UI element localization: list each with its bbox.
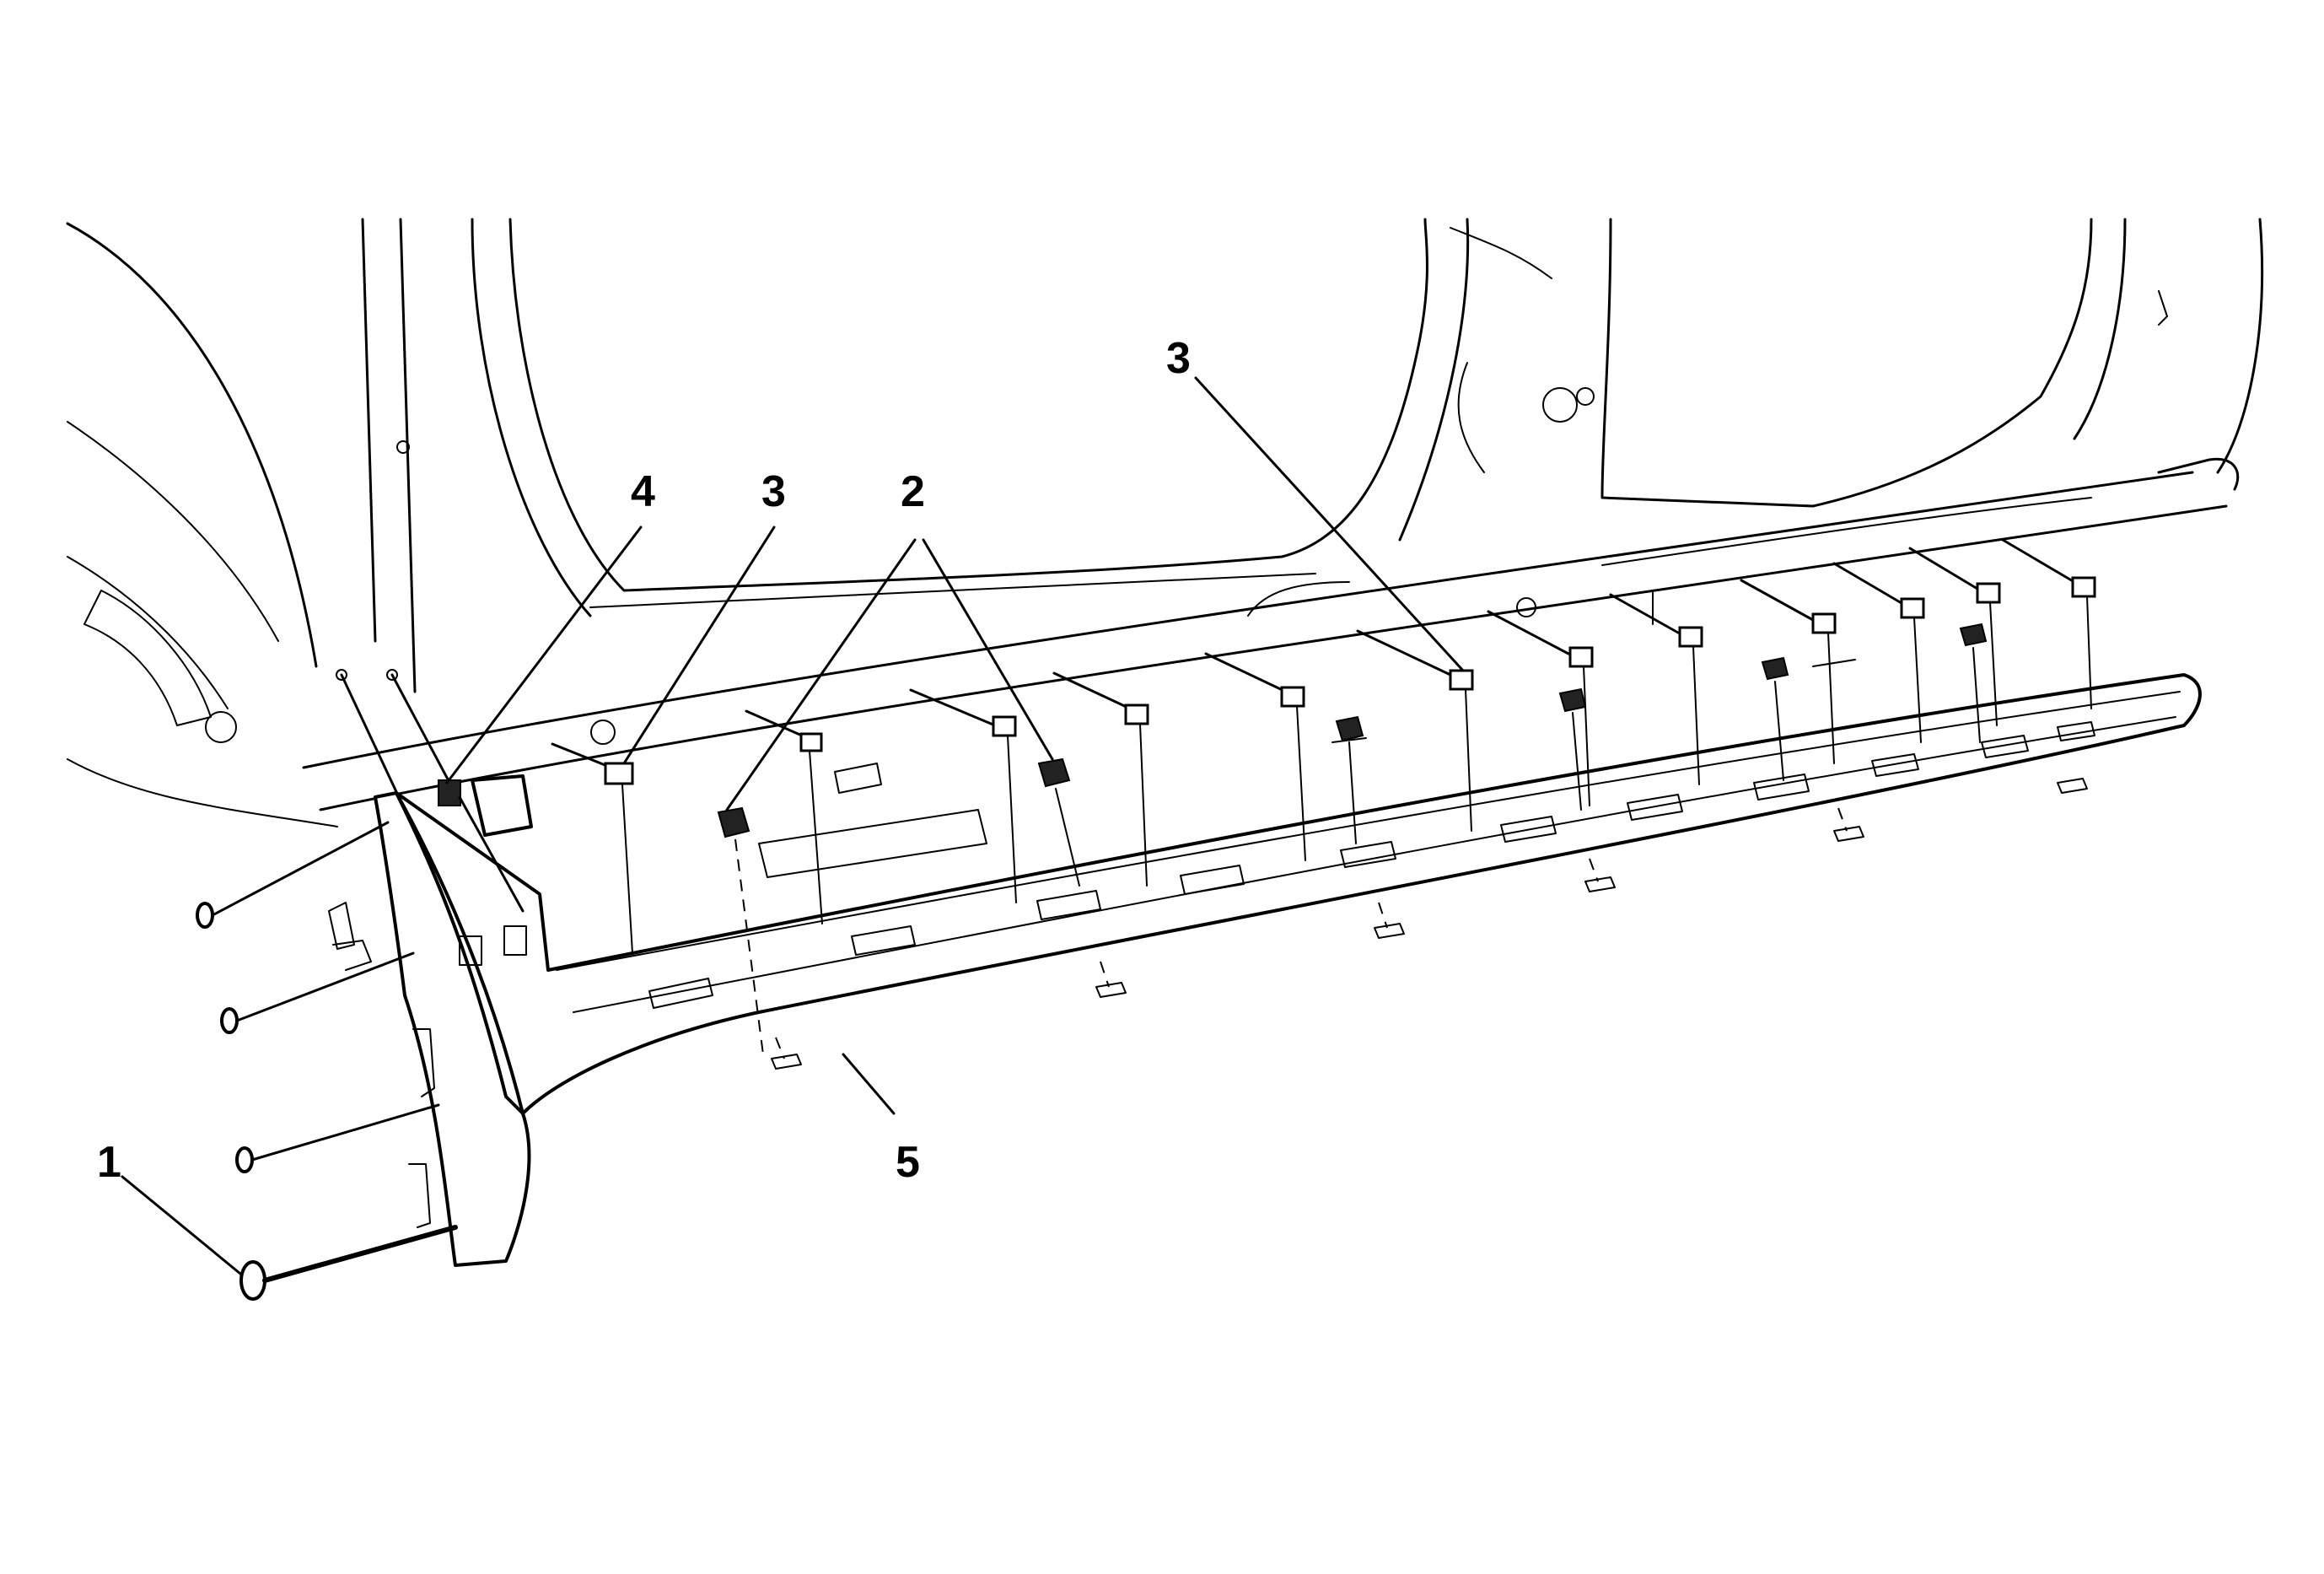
leader-1 xyxy=(121,1175,242,1275)
callout-1: 1 xyxy=(97,1138,121,1187)
clip-row xyxy=(1832,562,1925,743)
push-pin xyxy=(235,1103,440,1173)
callout-4: 4 xyxy=(631,467,655,516)
dark-clip xyxy=(1761,656,1789,781)
leader-3b xyxy=(1194,376,1465,672)
vehicle-body-outline xyxy=(66,218,2264,878)
clip-row xyxy=(909,688,1017,903)
push-pin xyxy=(220,951,415,1034)
dark-clip xyxy=(717,806,764,1055)
dark-clip xyxy=(1037,757,1080,887)
push-pin xyxy=(196,821,390,929)
clip-row xyxy=(1052,671,1149,887)
arch-brackets xyxy=(328,902,435,1228)
clip-row xyxy=(1487,610,1594,806)
leader-2a xyxy=(725,538,917,811)
clip-row xyxy=(551,742,634,954)
clip-row xyxy=(1908,547,2001,726)
callout-5: 5 xyxy=(896,1138,920,1187)
rocker-molding xyxy=(374,673,2202,1267)
clip-row xyxy=(1356,629,1474,832)
leader-4 xyxy=(445,526,643,784)
dark-clips xyxy=(717,623,1988,1055)
callout-3-right: 3 xyxy=(1166,334,1191,383)
callout-2: 2 xyxy=(901,467,925,516)
leader-lines xyxy=(121,376,1465,1275)
clip-row xyxy=(1609,593,1703,785)
push-pin xyxy=(239,1225,458,1301)
dark-clip xyxy=(1335,715,1364,844)
push-pins xyxy=(196,821,458,1301)
dark-clip xyxy=(1558,687,1587,811)
end-retainer xyxy=(438,774,533,913)
leader-5 xyxy=(842,1053,896,1115)
dark-clip xyxy=(1959,623,1988,743)
callout-3-left: 3 xyxy=(761,467,786,516)
callout-labels: 1 2 3 3 4 5 xyxy=(97,334,1191,1187)
clip-row xyxy=(2001,538,2096,709)
leader-3a xyxy=(622,526,776,765)
clip-row xyxy=(745,709,823,924)
upper-clips xyxy=(551,538,2096,954)
leader-2b xyxy=(922,538,1054,761)
clip-row xyxy=(1204,652,1306,861)
clip-row xyxy=(1740,579,1837,764)
